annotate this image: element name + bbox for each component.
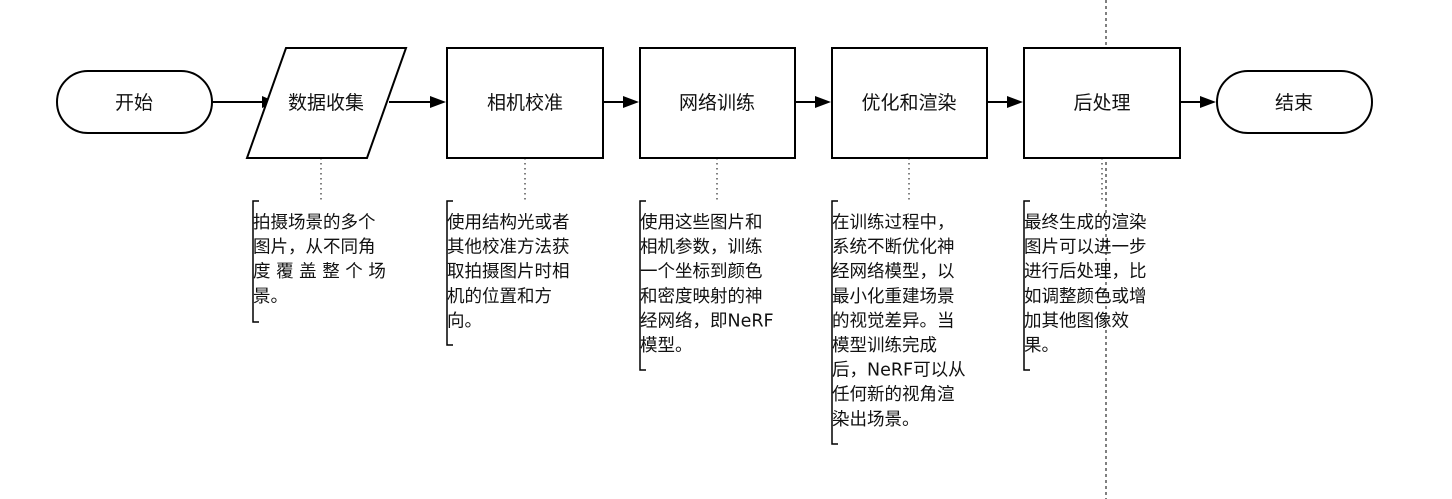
annotation-collect: 拍摄场景的多个图片，从不同角度 覆 盖 整 个 场景。: [252, 158, 386, 323]
note-line: 染出场景。: [832, 410, 920, 430]
annotation-train: 使用这些图片和相机参数，训练一个坐标到颜色和密度映射的神经网络，即NeRF 模型。: [639, 158, 774, 371]
note-line: 其他校准方法获: [447, 238, 570, 258]
train-label: 网络训练: [679, 92, 755, 114]
note-line: 经网络模型，以: [832, 262, 955, 282]
note-line: 任何新的视角渲: [832, 385, 955, 405]
note-line: 图片，从不同角: [253, 238, 376, 258]
note-line: 后，NeRF可以从: [832, 361, 966, 381]
note-line: 果。: [1024, 336, 1059, 356]
note-line: 取拍摄图片时相: [447, 262, 570, 282]
note-line: 拍摄场景的多个: [253, 213, 376, 233]
post-label: 后处理: [1073, 92, 1130, 114]
note-line: 模型。: [640, 336, 693, 356]
calibrate-label: 相机校准: [487, 92, 563, 114]
note-line: 模型训练完成: [832, 336, 937, 356]
note-line: 系统不断优化神: [832, 238, 955, 258]
note-line: 图片可以进一步: [1024, 238, 1147, 258]
note-line: 的视觉差异。当: [832, 311, 955, 331]
start-label: 开始: [115, 92, 153, 114]
note-line: 如调整颜色或增: [1024, 287, 1147, 307]
train-node: 网络训练: [639, 47, 796, 159]
note-line: 最终生成的渲染: [1024, 213, 1147, 233]
note-optimize: 在训练过程中， 系统不断优化神经网络模型，以最小化重建场景的视觉差异。当模型训练完…: [832, 213, 966, 430]
note-line: 加其他图像效: [1024, 311, 1129, 331]
end-node: 结束: [1216, 70, 1373, 134]
note-line: 在训练过程中，: [832, 213, 955, 233]
note-line: 景。: [253, 287, 288, 307]
note-line: 使用结构光或者: [447, 212, 570, 233]
note-line: 经网络，即NeRF: [640, 311, 774, 331]
optimize-node: 优化和渲染: [831, 47, 988, 159]
connector-post-end: [1180, 96, 1216, 108]
note-line: 机的位置和方: [447, 287, 552, 307]
post-node: 后处理: [1023, 47, 1181, 159]
collect-label: 数据收集: [288, 92, 364, 114]
start-node: 开始: [56, 70, 213, 134]
note-line: 进行后处理，比: [1024, 262, 1147, 282]
note-post: 最终生成的渲染图片可以进一步进行后处理，比如调整颜色或增加其他图像效果。: [1024, 213, 1147, 356]
note-calibrate: 使用结构光或者其他校准方法获取拍摄图片时相机的位置和方向。: [447, 212, 570, 331]
annotation-calibrate: 使用结构光或者其他校准方法获取拍摄图片时相机的位置和方向。: [446, 158, 570, 346]
connector-calibrate-train: [603, 96, 639, 108]
connector-train-optimize: [795, 96, 831, 108]
note-line: 和密度映射的神: [640, 287, 763, 307]
note-line: 度 覆 盖 整 个 场: [253, 262, 386, 282]
calibrate-node: 相机校准: [446, 47, 604, 159]
end-label: 结束: [1275, 92, 1313, 114]
connector-collect-calibrate: [389, 96, 446, 108]
annotation-optimize: 在训练过程中， 系统不断优化神经网络模型，以最小化重建场景的视觉差异。当模型训练完…: [831, 158, 966, 445]
note-line: 相机参数，训练: [640, 238, 763, 258]
connector-optimize-post: [987, 96, 1023, 108]
annotation-post: 最终生成的渲染图片可以进一步进行后处理，比如调整颜色或增加其他图像效果。: [1023, 158, 1147, 371]
note-line: 向。: [447, 311, 482, 331]
collect-node: 数据收集: [245, 47, 408, 159]
note-collect: 拍摄场景的多个图片，从不同角度 覆 盖 整 个 场景。: [253, 213, 386, 307]
note-line: 一个坐标到颜色: [640, 262, 763, 282]
optimize-label: 优化和渲染: [861, 92, 956, 114]
note-line: 使用这些图片和: [640, 212, 763, 233]
note-train: 使用这些图片和相机参数，训练一个坐标到颜色和密度映射的神经网络，即NeRF 模型。: [640, 212, 774, 356]
note-line: 最小化重建场景: [832, 287, 955, 307]
